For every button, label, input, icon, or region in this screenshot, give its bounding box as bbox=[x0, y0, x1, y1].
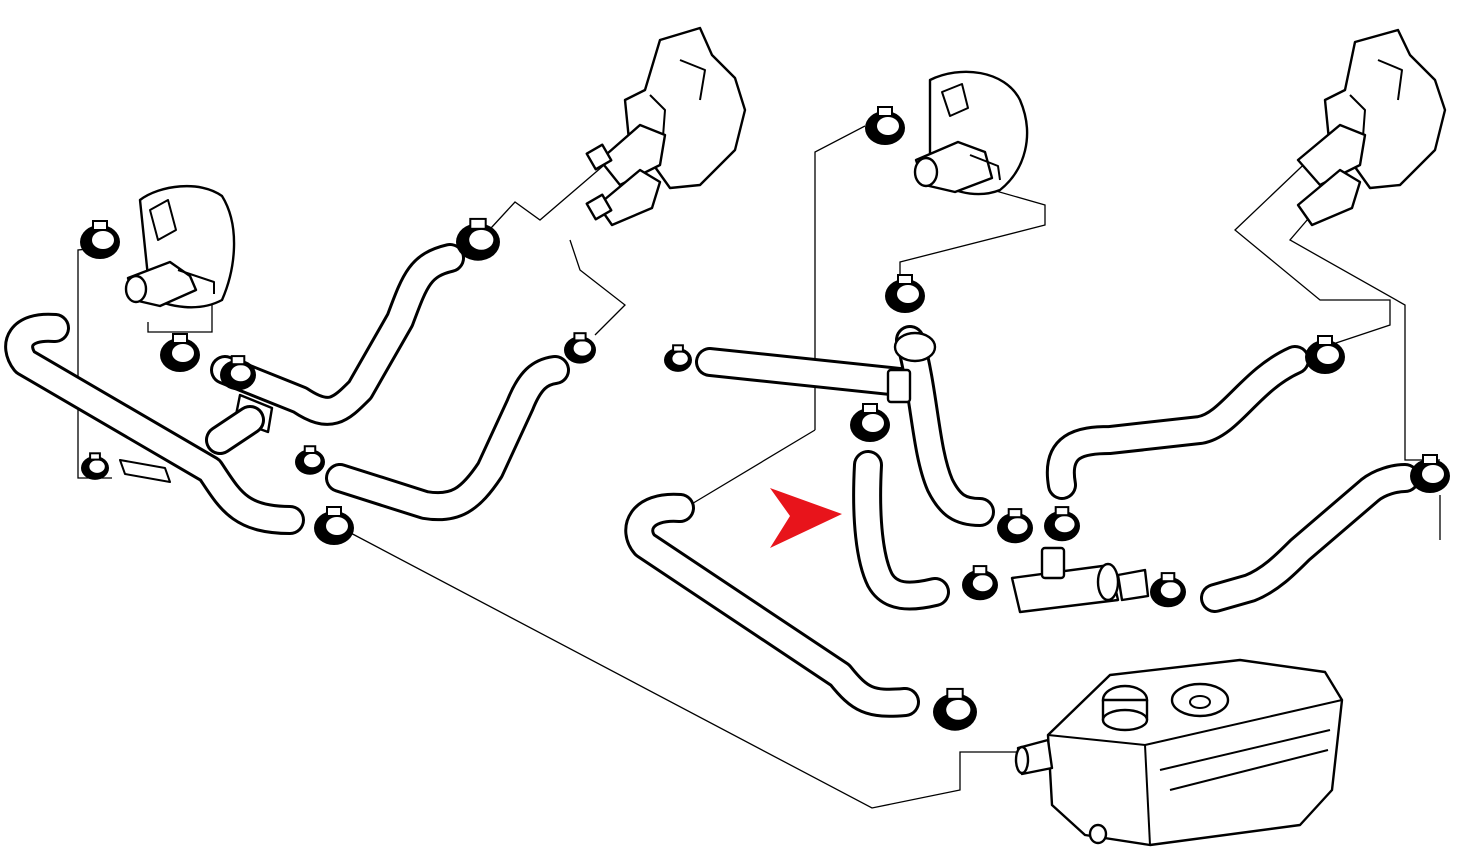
left-engine-block-icon bbox=[585, 26, 747, 227]
hose-clamp-icon bbox=[314, 506, 354, 545]
hose-clamp-icon bbox=[933, 687, 977, 731]
hose-clamp-icon bbox=[850, 403, 890, 442]
hose-clamp-icon bbox=[81, 452, 109, 480]
hose-clamp-icon bbox=[1410, 454, 1450, 493]
hose-clamp-icon bbox=[865, 106, 905, 145]
hose-clamp-icon bbox=[564, 332, 596, 364]
left-hose-assembly bbox=[4, 243, 570, 535]
right-tee-fitting-icon bbox=[1010, 563, 1120, 614]
red-arrow-pointer-icon bbox=[770, 488, 842, 548]
expansion-tank-icon bbox=[1014, 658, 1344, 847]
hose-clamp-icon bbox=[220, 355, 256, 391]
left-engine-water-fitting-icon bbox=[124, 184, 236, 309]
right-engine-block-icon bbox=[1296, 28, 1447, 227]
hose-clamp-icon bbox=[664, 344, 692, 372]
hose-clamp-icon bbox=[1305, 335, 1345, 374]
hose-clamp-icon bbox=[80, 220, 120, 259]
hose-clamps bbox=[80, 106, 1450, 731]
hose-clamp-icon bbox=[160, 333, 200, 372]
hose-clamp-icon bbox=[1044, 506, 1080, 542]
center-engine-water-fitting-icon bbox=[913, 70, 1029, 196]
hose-clamp-icon bbox=[997, 508, 1033, 544]
hose-clamp-icon bbox=[456, 217, 500, 261]
hose-clamp-icon bbox=[885, 274, 925, 313]
hose-clamp-icon bbox=[295, 445, 325, 475]
y-junction-fitting-icon bbox=[893, 331, 937, 363]
hose-clamp-icon bbox=[1150, 572, 1186, 608]
right-hose-assembly bbox=[624, 325, 1420, 718]
leader-lines bbox=[77, 125, 1441, 809]
hose-clamp-icon bbox=[962, 565, 998, 601]
